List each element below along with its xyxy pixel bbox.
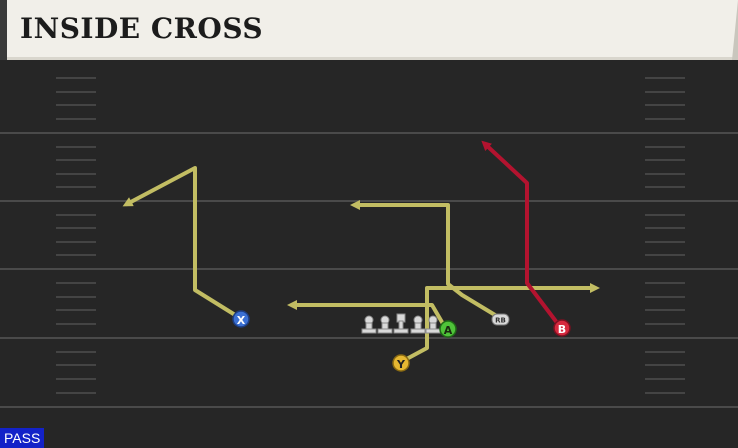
hash-marks-right — [645, 77, 685, 394]
route-b-post — [481, 140, 563, 330]
route-rb — [350, 200, 502, 320]
lineman-icon — [377, 315, 393, 334]
title-accent — [0, 0, 7, 60]
player-rb-icon[interactable]: RB — [491, 313, 510, 326]
player-x-label: X — [237, 314, 246, 327]
player-rb-label: RB — [495, 317, 506, 325]
player-y-label: Y — [396, 358, 406, 371]
player-a-label: A — [444, 324, 453, 337]
player-x-icon[interactable]: X — [232, 310, 250, 328]
hash-marks-left — [56, 77, 96, 394]
route-a-in — [287, 300, 448, 331]
center-icon — [393, 313, 409, 334]
player-a-icon[interactable]: A — [439, 320, 457, 338]
route-x — [122, 166, 242, 320]
lineman-icon — [425, 315, 441, 334]
title-corner — [732, 0, 738, 60]
player-b-icon[interactable]: B — [553, 319, 571, 337]
pass-mode-badge: PASS — [0, 428, 45, 448]
title-bar: INSIDE CROSS — [0, 0, 738, 60]
player-y-icon[interactable]: Y — [392, 354, 410, 372]
lineman-icon — [361, 315, 377, 334]
route-y-drag — [399, 283, 600, 364]
player-b-label: B — [558, 323, 566, 336]
play-title: INSIDE CROSS — [20, 12, 264, 45]
lineman-icon — [410, 315, 426, 334]
offensive-line — [361, 313, 441, 334]
